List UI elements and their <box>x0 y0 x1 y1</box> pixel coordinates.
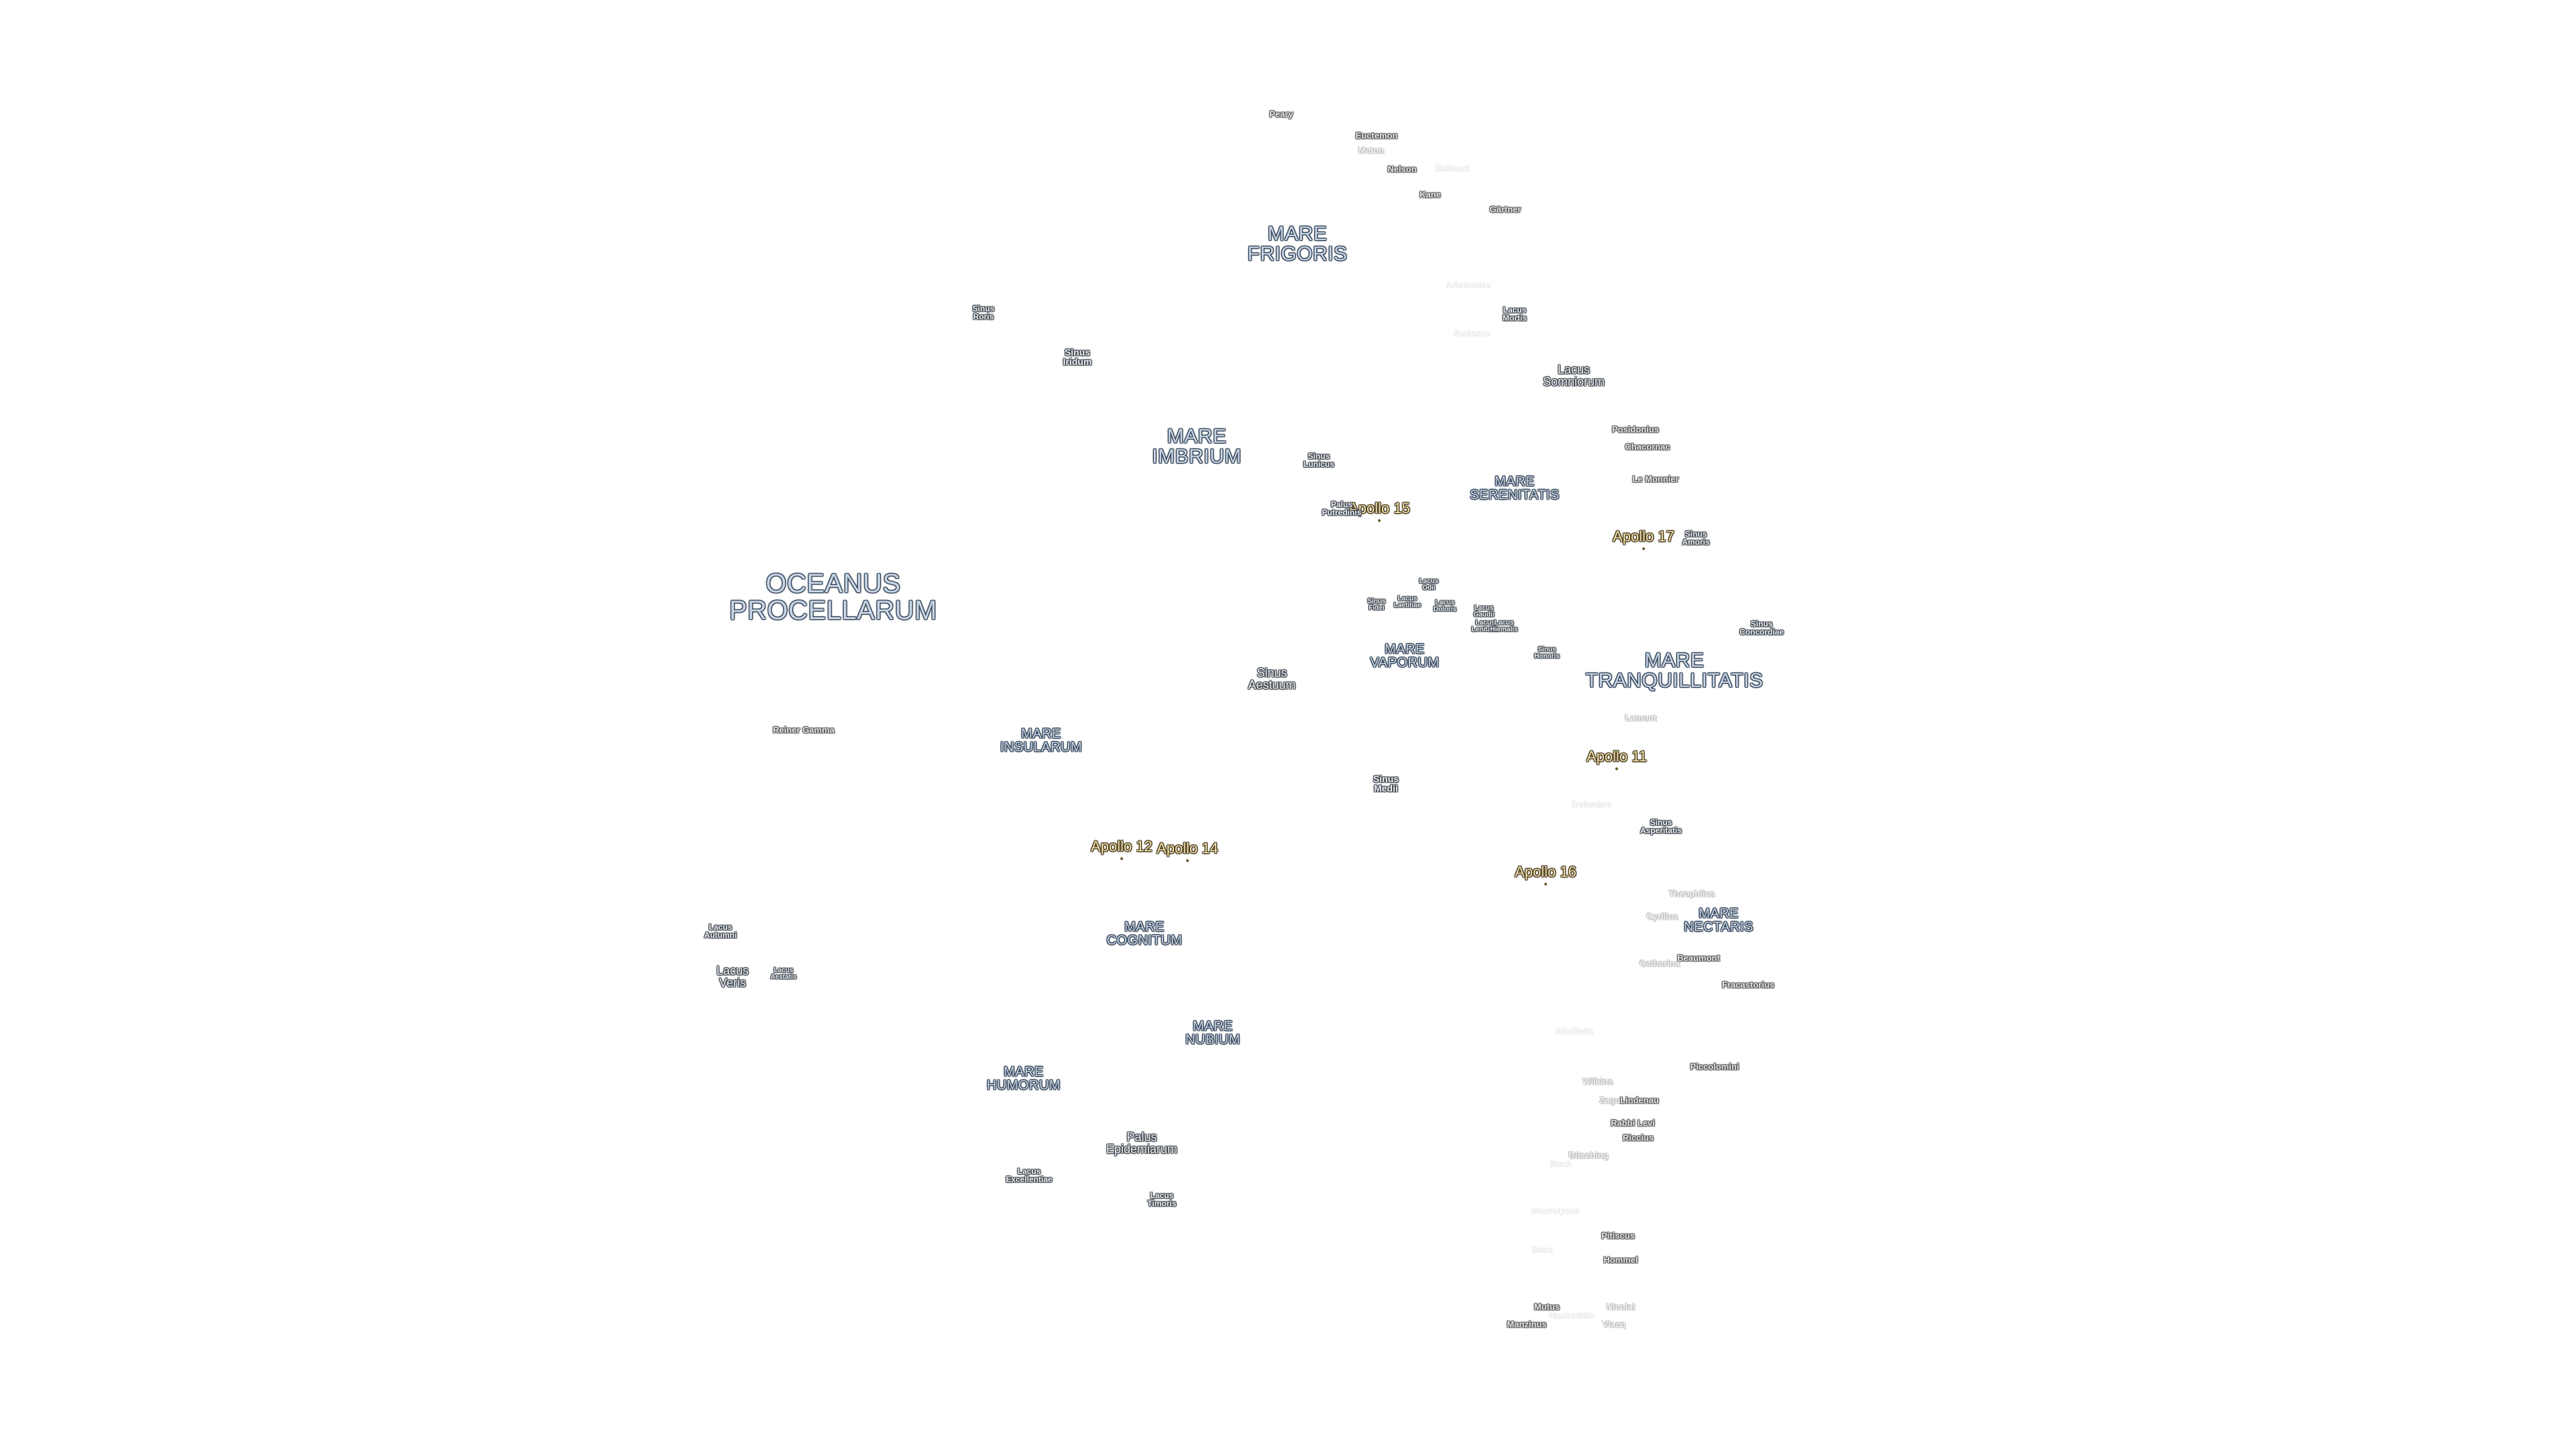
oceanus-procellarum-mare-label: OCEANUS PROCELLARUM <box>729 569 938 625</box>
mare-cognitum-mare-label: MARE COGNITUM <box>1106 920 1183 948</box>
busching-crater-label: Büsching <box>1568 1150 1609 1161</box>
mutus-crater-label: Mutus <box>1534 1301 1560 1312</box>
palus-epidemiarum-feature-label: Palus Epidemiarum <box>1106 1130 1178 1156</box>
lindenau-crater-label: Lindenau <box>1620 1095 1659 1106</box>
lacus-odii-feature-label: Lacus Odii <box>1419 578 1439 592</box>
mare-insularum-mare-label: MARE INSULARUM <box>1000 727 1083 755</box>
abulfeda-crater-label: Abulfeda <box>1555 1025 1593 1036</box>
apollo-12-landing-site-label[interactable]: Apollo 12 <box>1091 838 1152 860</box>
lamont-crater-label: Lamont <box>1625 712 1657 723</box>
aristoteles-crater-label: Aristoteles <box>1445 279 1491 290</box>
manzinus-crater-label: Manzinus <box>1507 1319 1547 1330</box>
sinus-honoris-feature-label: Sinus Honoris <box>1534 646 1560 660</box>
euctemon-crater-label: Euctemon <box>1355 130 1398 141</box>
sinus-roris-feature-label: Sinus Roris <box>972 304 995 321</box>
nicolai-crater-label: Nicolai <box>1606 1301 1635 1312</box>
gartner-crater-label: Gärtner <box>1489 204 1521 215</box>
meton-crater-label: Meton <box>1358 145 1385 156</box>
lacus-aestatis-feature-label: Lacus Aestatis <box>770 967 797 981</box>
le-monnier-crater-label: Le Monnier <box>1632 474 1679 484</box>
zagut-crater-label: Zagut <box>1599 1095 1623 1106</box>
apollo-11-landing-site-label[interactable]: Apollo 11 <box>1586 748 1648 770</box>
rabbi-levi-crater-label: Rabbi Levi <box>1611 1118 1655 1128</box>
posidonius-crater-label: Posidonius <box>1611 424 1660 435</box>
lacus-mortis-feature-label: Lacus Mortis <box>1503 305 1527 323</box>
sinus-iridum-feature-label: Sinus Iridum <box>1063 347 1092 367</box>
apollo-15-landing-site-label[interactable]: Apollo 15 <box>1348 500 1410 522</box>
sinus-amoris-feature-label: Sinus Amoris <box>1682 529 1710 547</box>
mare-nectaris-mare-label: MARE NECTARIS <box>1684 906 1754 934</box>
apollo-16-landing-site-label[interactable]: Apollo 16 <box>1515 863 1576 885</box>
sinus-asperitatis-feature-label: Sinus Asperitatis <box>1640 818 1682 835</box>
reiner-gamma-crater-label: Reiner Gamma <box>773 724 835 735</box>
lacus-gaudii-feature-label: Lacus Gaudii <box>1473 604 1495 619</box>
lacus-excellentiae-feature-label: Lacus Excellentiae <box>1006 1167 1053 1184</box>
lacus-veris-feature-label: Lacus Veris <box>716 964 749 989</box>
lacus-lenitatis-feature-label: Lacus Lenitatis <box>1471 619 1499 633</box>
nelson-crater-label: Nelson <box>1387 164 1417 174</box>
sinus-lunicus-feature-label: Sinus Lunicus <box>1303 451 1335 469</box>
lacus-autumni-feature-label: Lacus Autumni <box>704 922 737 940</box>
maurolycus-crater-label: Maurolycus <box>1530 1205 1580 1216</box>
kane-crater-label: Kane <box>1419 189 1441 200</box>
mare-frigoris-mare-label: MARE FRIGORIS <box>1247 223 1348 265</box>
mare-humorum-mare-label: MARE HUMORUM <box>986 1065 1061 1093</box>
fracastorius-crater-label: Fracastorius <box>1721 979 1775 990</box>
peary-crater-label: Peary <box>1269 109 1293 119</box>
wilkins-crater-label: Wilkins <box>1582 1076 1613 1087</box>
chacornac-crater-label: Chacornac <box>1625 441 1670 452</box>
beaumont-crater-label: Beaumont <box>1677 953 1720 963</box>
cyrillus-crater-label: Cyrillus <box>1646 911 1678 922</box>
mare-nubium-mare-label: MARE NUBIUM <box>1185 1019 1240 1047</box>
hommel-crater-label: Hommel <box>1603 1254 1638 1265</box>
lacus-hiemalis-feature-label: Lacus Hiemalis <box>1490 619 1518 633</box>
palus-putredinis-feature-label: Palus Putredinis <box>1322 500 1362 517</box>
mare-serenitatis-mare-label: MARE SERENITATIS <box>1470 474 1560 502</box>
apollo-14-landing-site-label[interactable]: Apollo 14 <box>1157 840 1218 862</box>
riccius-crater-label: Riccius <box>1622 1132 1654 1143</box>
sinus-medii-feature-label: Sinus Medii <box>1373 773 1399 794</box>
baillaud-crater-label: Baillaud <box>1434 162 1469 173</box>
apollo-17-landing-site-label[interactable]: Apollo 17 <box>1613 528 1674 550</box>
sinus-concordiae-feature-label: Sinus Concordiae <box>1739 619 1784 637</box>
lacus-somniorum-feature-label: Lacus Somniorum <box>1542 363 1605 388</box>
lacus-timoris-feature-label: Lacus Timoris <box>1147 1191 1177 1208</box>
catharina-crater-label: Catharina <box>1640 958 1680 969</box>
sinus-aestuum-feature-label: Sinus Aestuum <box>1248 666 1296 692</box>
theophilus-crater-label: Theophilus <box>1668 888 1715 899</box>
lacus-laetitiae-feature-label: Lacus Laetitiae <box>1393 595 1421 609</box>
pitiscus-crater-label: Pitiscus <box>1601 1230 1635 1241</box>
mare-tranquillitatis-mare-label: MARE TRANQUILLITATIS <box>1585 649 1764 692</box>
nasireddin-crater-label: Nasireddin <box>1548 1309 1594 1320</box>
delambre-crater-label: Delambre <box>1571 798 1611 809</box>
vlacq-crater-label: Vlacq <box>1602 1319 1626 1330</box>
baco-crater-label: Baco <box>1531 1244 1552 1254</box>
mare-vaporum-mare-label: MARE VAPORUM <box>1370 642 1440 670</box>
buch-crater-label: Buch <box>1549 1158 1572 1169</box>
eudoxus-crater-label: Eudoxus <box>1453 327 1491 338</box>
mare-imbrium-mare-label: MARE IMBRIUM <box>1152 425 1242 468</box>
piccolomini-crater-label: Piccolomini <box>1690 1061 1739 1072</box>
sinus-fidei-feature-label: Sinus Fidei <box>1367 598 1386 612</box>
lacus-doloris-feature-label: Lacus Doloris <box>1433 599 1457 613</box>
